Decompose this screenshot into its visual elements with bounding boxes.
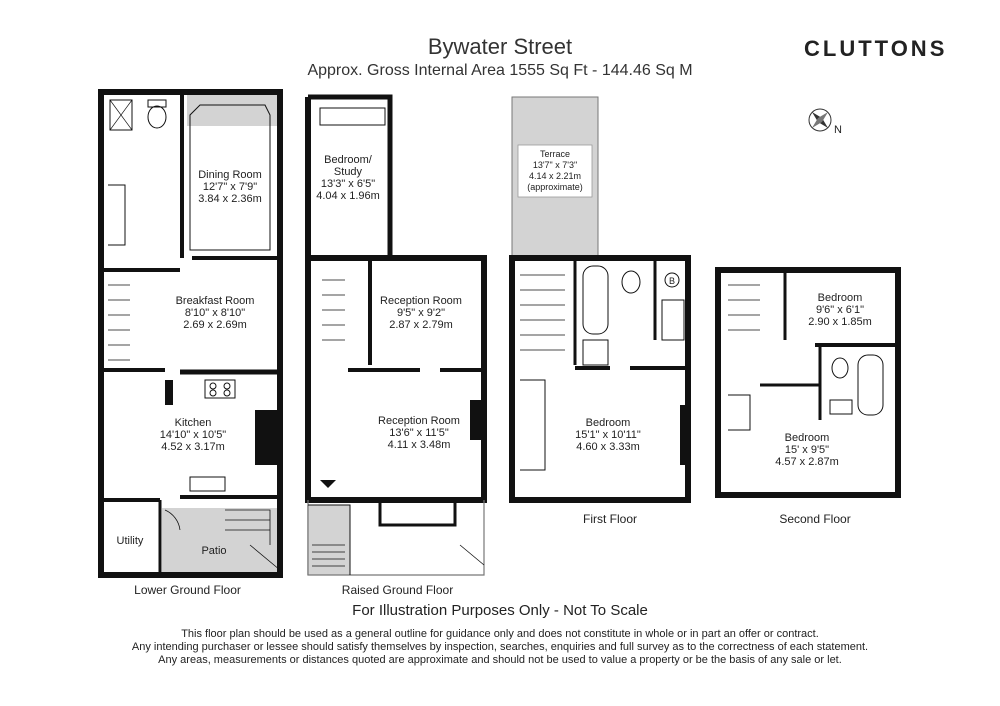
- patio-name: Patio: [201, 545, 226, 557]
- second-floor-large-bedroom-name: Bedroom: [785, 432, 830, 444]
- lower-ground-floor-plan: Dining Room 12'7" x 7'9" 3.84 x 2.36m Br…: [98, 89, 283, 578]
- scale-disclaimer: For Illustration Purposes Only - Not To …: [352, 602, 648, 619]
- boiler-label: B: [669, 276, 675, 286]
- second-floor-large-bedroom-metric: 4.57 x 2.87m: [775, 456, 839, 468]
- floor-label-first: First Floor: [583, 512, 637, 526]
- reception-room-small-name: Reception Room: [380, 295, 462, 307]
- terrace-name: Terrace: [540, 149, 570, 159]
- brand-logo: CLUTTONS: [804, 36, 948, 61]
- compass-icon: N: [808, 108, 842, 136]
- dining-room-metric: 3.84 x 2.36m: [198, 193, 262, 205]
- reception-room-small-metric: 2.87 x 2.79m: [389, 319, 453, 331]
- second-floor-plan: Bedroom 9'6" x 6'1" 2.90 x 1.85m Bedroom…: [715, 267, 901, 498]
- bedroom-study-imperial: 13'3" x 6'5": [321, 178, 375, 190]
- kitchen-imperial: 14'10" x 10'5": [160, 429, 227, 441]
- second-floor-small-bedroom-metric: 2.90 x 1.85m: [808, 316, 872, 328]
- legal-line-1: This floor plan should be used as a gene…: [181, 628, 819, 640]
- raised-ground-floor-plan: Bedroom/ Study 13'3" x 6'5" 4.04 x 1.96m…: [305, 94, 487, 576]
- area-subtitle: Approx. Gross Internal Area 1555 Sq Ft -…: [307, 62, 693, 79]
- second-floor-large-bedroom-imperial: 15' x 9'5": [785, 444, 829, 456]
- floor-label-second: Second Floor: [779, 512, 851, 526]
- page-title: Bywater Street: [427, 34, 573, 59]
- reception-room-large-name: Reception Room: [378, 415, 460, 427]
- floor-label-raised-ground: Raised Ground Floor: [341, 583, 454, 597]
- utility-name: Utility: [117, 535, 144, 547]
- breakfast-room-imperial: 8'10" x 8'10": [185, 307, 245, 319]
- bedroom-study-name-1: Bedroom/: [324, 154, 373, 166]
- dining-room-imperial: 12'7" x 7'9": [203, 181, 257, 193]
- second-floor-small-bedroom-name: Bedroom: [818, 292, 863, 304]
- first-floor-bedroom-name: Bedroom: [586, 417, 631, 429]
- terrace-imperial: 13'7" x 7'3": [533, 160, 577, 170]
- bedroom-study-metric: 4.04 x 1.96m: [316, 190, 380, 202]
- second-floor-small-bedroom-imperial: 9'6" x 6'1": [816, 304, 864, 316]
- reception-room-large-metric: 4.11 x 3.48m: [388, 439, 451, 451]
- reception-room-small-imperial: 9'5" x 9'2": [397, 307, 445, 319]
- first-floor-plan: B Terrace 13'7" x 7'3" 4.14 x 2.21m (app…: [509, 96, 691, 503]
- first-floor-bedroom-metric: 4.60 x 3.33m: [576, 441, 640, 453]
- legal-line-3: Any areas, measurements or distances quo…: [158, 654, 842, 666]
- bedroom-study-name-2: Study: [334, 166, 363, 178]
- breakfast-room-name: Breakfast Room: [176, 295, 255, 307]
- compass-north-label: N: [834, 124, 842, 136]
- dining-room-name: Dining Room: [198, 169, 262, 181]
- first-floor-bedroom-imperial: 15'1" x 10'11": [575, 429, 641, 441]
- kitchen-metric: 4.52 x 3.17m: [161, 441, 225, 453]
- reception-room-large-imperial: 13'6" x 11'5": [389, 427, 449, 439]
- kitchen-name: Kitchen: [175, 417, 212, 429]
- terrace-metric: 4.14 x 2.21m: [529, 171, 581, 181]
- floor-label-lower-ground: Lower Ground Floor: [134, 583, 241, 597]
- terrace-note: (approximate): [527, 182, 583, 192]
- legal-line-2: Any intending purchaser or lessee should…: [131, 641, 869, 653]
- breakfast-room-metric: 2.69 x 2.69m: [183, 319, 247, 331]
